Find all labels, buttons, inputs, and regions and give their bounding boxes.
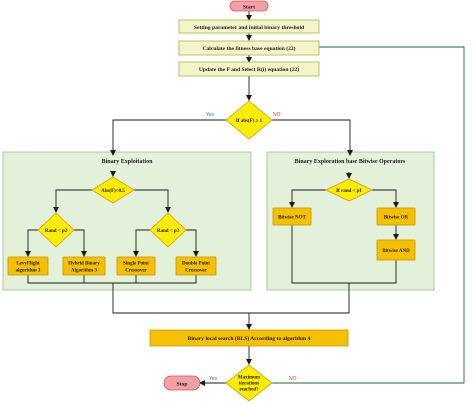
max-iterations-line2: iterations bbox=[239, 382, 259, 387]
double-point-line2: Crossover bbox=[185, 269, 207, 274]
max-iterations-line3: reached? bbox=[239, 388, 259, 393]
if-abs-decision bbox=[225, 100, 273, 140]
stop-node bbox=[163, 375, 201, 391]
rand-p2-decision bbox=[37, 212, 75, 248]
hybrid-binary-line2: Algorithm 3 bbox=[71, 269, 97, 274]
update-step bbox=[178, 61, 320, 77]
hybrid-binary-box bbox=[62, 256, 106, 276]
start-node bbox=[229, 0, 269, 12]
levyflight-box bbox=[7, 256, 49, 276]
bitwise-not-label: Bitwise NOT bbox=[278, 216, 306, 221]
update-label: Update the F and Select R(i) equation (2… bbox=[199, 66, 299, 73]
bls-label: Binary local search (BLS) According to a… bbox=[188, 335, 311, 342]
hybrid-binary-line1: Hybrid Binary bbox=[68, 262, 100, 267]
levyflight-line1: LevyFlight bbox=[16, 262, 40, 267]
loop-back-connector bbox=[272, 44, 465, 384]
bitwise-or-box bbox=[376, 207, 416, 226]
start-label: Start bbox=[243, 4, 255, 10]
abs-half-decision bbox=[91, 176, 135, 204]
rand-p1-label: If rand < p1 bbox=[336, 189, 362, 194]
stop-no-label: NO bbox=[289, 376, 297, 382]
rand-p3-label: Rand < p3 bbox=[157, 229, 180, 234]
stop-label: Stop bbox=[177, 381, 188, 387]
max-iterations-decision bbox=[225, 364, 273, 402]
single-point-line1: Single Point bbox=[123, 262, 149, 267]
rand-p3-decision bbox=[149, 212, 187, 248]
fitness-label: Calculate the fitness base equation (22) bbox=[202, 45, 295, 52]
max-iterations-line1: Maximum bbox=[238, 376, 261, 381]
fitness-step bbox=[178, 40, 320, 56]
setting-label: Setting parameter and initial binary thr… bbox=[194, 25, 305, 31]
bitwise-or-label: Bitwise OR bbox=[384, 216, 409, 221]
binary-exploration-title: Binary Exploration base Bitwise Operator… bbox=[295, 159, 406, 165]
single-point-line2: Crossover bbox=[125, 269, 147, 274]
levyflight-line2: algorithm 3 bbox=[16, 269, 41, 274]
double-point-box bbox=[175, 256, 217, 276]
bitwise-not-box bbox=[272, 207, 312, 226]
setting-step bbox=[178, 19, 320, 34]
connectors bbox=[25, 11, 399, 386]
bls-step bbox=[149, 329, 349, 347]
no-label: NO bbox=[273, 112, 281, 118]
single-point-box bbox=[116, 256, 156, 276]
bitwise-and-label: Bitwise AND bbox=[382, 249, 410, 254]
binary-exploitation-title: Binary Exploitation bbox=[102, 159, 154, 165]
rand-p1-decision bbox=[325, 178, 373, 202]
rand-p2-label: Rand < p2 bbox=[45, 229, 68, 234]
if-abs-label: If abs(F) ≥ 1 bbox=[236, 118, 263, 124]
stop-yes-label: Yes bbox=[209, 376, 218, 382]
double-point-line1: Double Point bbox=[182, 262, 210, 267]
abs-half-label: Abs(F)<0.5 bbox=[101, 189, 125, 194]
bitwise-and-box bbox=[376, 239, 416, 261]
yes-label: Yes bbox=[206, 112, 215, 118]
